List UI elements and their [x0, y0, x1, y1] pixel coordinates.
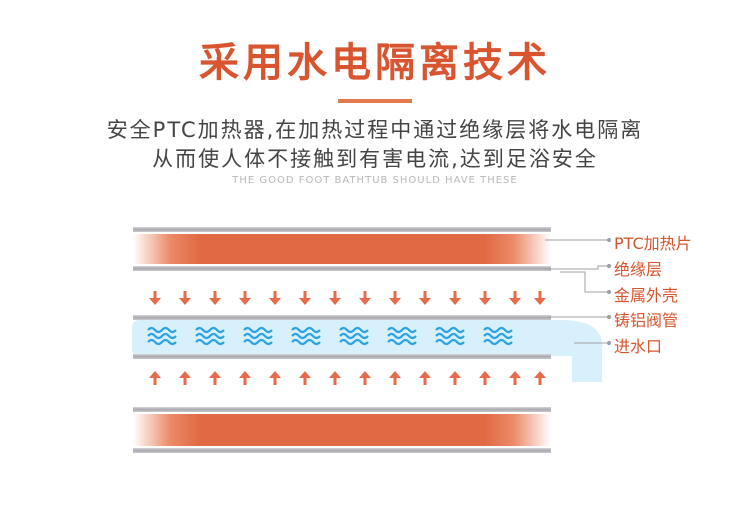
arrow-up-icon [479, 371, 491, 385]
label-cast-aluminum-tube: 铸铝阀管 [614, 311, 679, 330]
label-water-inlet: 进水口 [614, 337, 663, 356]
heat-up-arrows [149, 371, 546, 385]
arrow-up-icon [179, 371, 191, 385]
label-leader-lines [545, 237, 612, 346]
description-line-2: 从而使人体不接触到有害电流,达到足浴安全 [152, 147, 598, 171]
top-metal-plate [133, 227, 551, 232]
arrow-down-icon [329, 291, 341, 305]
arrow-down-icon [149, 291, 161, 305]
arrow-up-icon [359, 371, 371, 385]
arrow-down-icon [179, 291, 191, 305]
title-underline [338, 99, 412, 103]
arrow-up-icon [299, 371, 311, 385]
label-ptc-heater: PTC加热片 [614, 234, 692, 253]
label-insulation-layer: 绝缘层 [614, 260, 663, 279]
arrow-up-icon [509, 371, 521, 385]
tube-bottom-plate [133, 354, 551, 359]
arrow-down-icon [269, 291, 281, 305]
subtitle-caption: THE GOOD FOOT BATHTUB SHOULD HAVE THESE [232, 175, 518, 186]
arrow-up-icon [389, 371, 401, 385]
arrow-down-icon [299, 291, 311, 305]
arrow-down-icon [419, 291, 431, 305]
arrow-up-icon [209, 371, 221, 385]
arrow-up-icon [449, 371, 461, 385]
tube-top-plate [133, 315, 551, 320]
arrow-down-icon [479, 291, 491, 305]
insulation-plate [133, 266, 551, 271]
arrow-up-icon [239, 371, 251, 385]
bottom-ptc-heater [133, 414, 551, 446]
label-metal-shell: 金属外壳 [614, 286, 679, 305]
arrow-up-icon [269, 371, 281, 385]
description-line-1: 安全PTC加热器,在加热过程中通过绝缘层将水电隔离 [106, 118, 644, 142]
arrow-up-icon [329, 371, 341, 385]
page-title: 采用水电隔离技术 [199, 40, 551, 86]
arrow-down-icon [389, 291, 401, 305]
arrow-up-icon [419, 371, 431, 385]
arrow-down-icon [239, 291, 251, 305]
arrow-up-icon [534, 371, 546, 385]
arrow-down-icon [449, 291, 461, 305]
top-ptc-heater [133, 234, 551, 264]
arrow-down-icon [509, 291, 521, 305]
arrow-down-icon [359, 291, 371, 305]
bottom-metal-plate [133, 448, 551, 453]
arrow-down-icon [209, 291, 221, 305]
arrow-up-icon [149, 371, 161, 385]
heat-down-arrows [149, 291, 546, 305]
bottom-insulation-plate [133, 407, 551, 412]
arrow-down-icon [534, 291, 546, 305]
